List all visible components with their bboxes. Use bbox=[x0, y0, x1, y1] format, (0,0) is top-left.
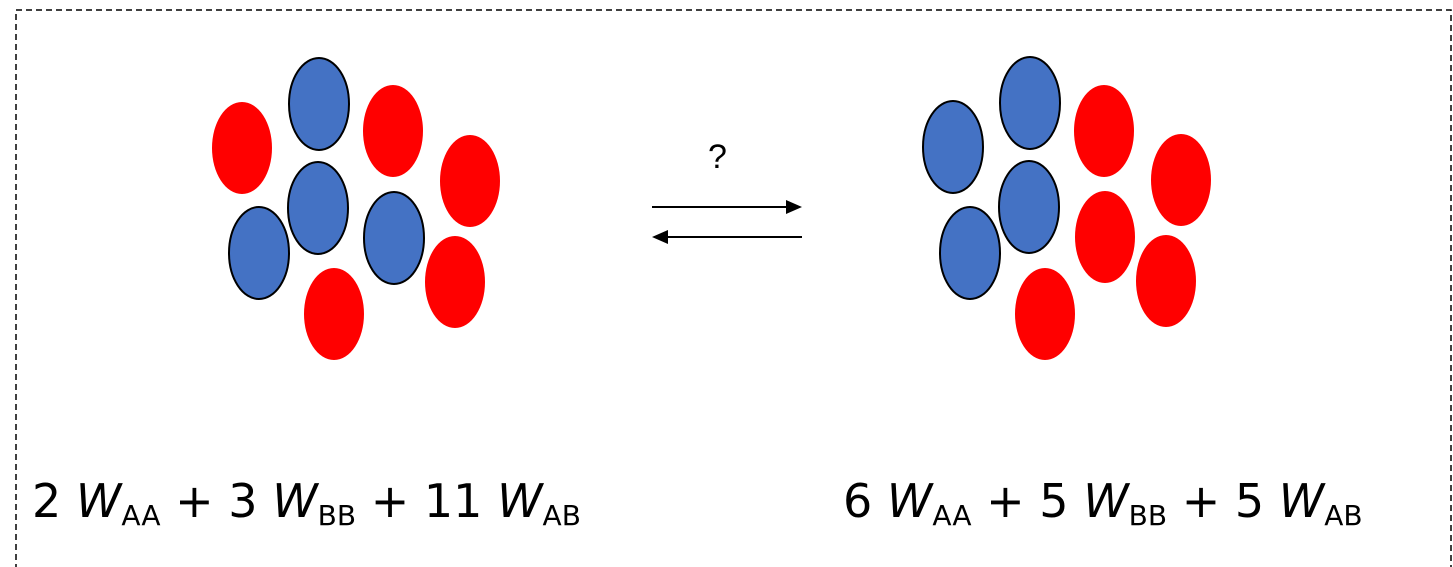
particle-a bbox=[1136, 235, 1196, 327]
term-operator: + bbox=[986, 474, 1025, 528]
reverse-arrowhead-icon bbox=[652, 230, 668, 244]
term-symbol: W bbox=[272, 474, 318, 528]
particle-b bbox=[228, 206, 290, 300]
left-cluster bbox=[212, 57, 500, 360]
forward-arrowhead-icon bbox=[786, 200, 802, 214]
particle-b bbox=[363, 191, 425, 285]
particle-a bbox=[212, 102, 272, 194]
right-cluster bbox=[922, 56, 1211, 360]
term-subscript: AA bbox=[932, 499, 972, 532]
term-subscript: BB bbox=[317, 499, 357, 532]
term-symbol: W bbox=[75, 474, 122, 528]
term-coefficient: 11 bbox=[423, 474, 483, 528]
term-operator: + bbox=[370, 474, 410, 528]
term-subscript: BB bbox=[1128, 499, 1168, 532]
left-energy-formula: 2 WAA + 3 WBB + 11 WAB bbox=[32, 478, 581, 530]
particle-b bbox=[287, 161, 349, 255]
particle-a bbox=[1074, 85, 1134, 177]
particle-b bbox=[999, 56, 1061, 150]
term-coefficient: 5 bbox=[1039, 474, 1069, 528]
dashed-frame bbox=[15, 9, 1452, 567]
particle-b bbox=[939, 206, 1001, 300]
term-coefficient: 2 bbox=[32, 474, 62, 528]
term-operator: + bbox=[175, 474, 214, 528]
term-symbol: W bbox=[1083, 474, 1129, 528]
particle-b bbox=[998, 160, 1060, 254]
particle-a bbox=[1151, 134, 1211, 226]
particle-a bbox=[1075, 191, 1135, 283]
particle-a bbox=[440, 135, 500, 227]
equilibrium-arrows bbox=[652, 200, 802, 244]
particle-b bbox=[922, 100, 984, 194]
term-coefficient: 6 bbox=[843, 474, 873, 528]
particle-a bbox=[1015, 268, 1075, 360]
term-operator: + bbox=[1181, 474, 1221, 528]
term-coefficient: 3 bbox=[228, 474, 258, 528]
particle-a bbox=[363, 85, 423, 177]
term-symbol: W bbox=[497, 474, 543, 528]
arrow-label: ? bbox=[708, 138, 727, 176]
particle-a bbox=[425, 236, 485, 328]
term-subscript: AA bbox=[121, 499, 161, 532]
particle-b bbox=[288, 57, 350, 151]
term-symbol: W bbox=[1278, 474, 1325, 528]
term-subscript: AB bbox=[1324, 499, 1363, 532]
term-subscript: AB bbox=[542, 499, 581, 532]
term-symbol: W bbox=[886, 474, 933, 528]
right-energy-formula: 6 WAA + 5 WBB + 5 WAB bbox=[843, 478, 1363, 530]
particle-a bbox=[304, 268, 364, 360]
term-coefficient: 5 bbox=[1234, 474, 1265, 528]
